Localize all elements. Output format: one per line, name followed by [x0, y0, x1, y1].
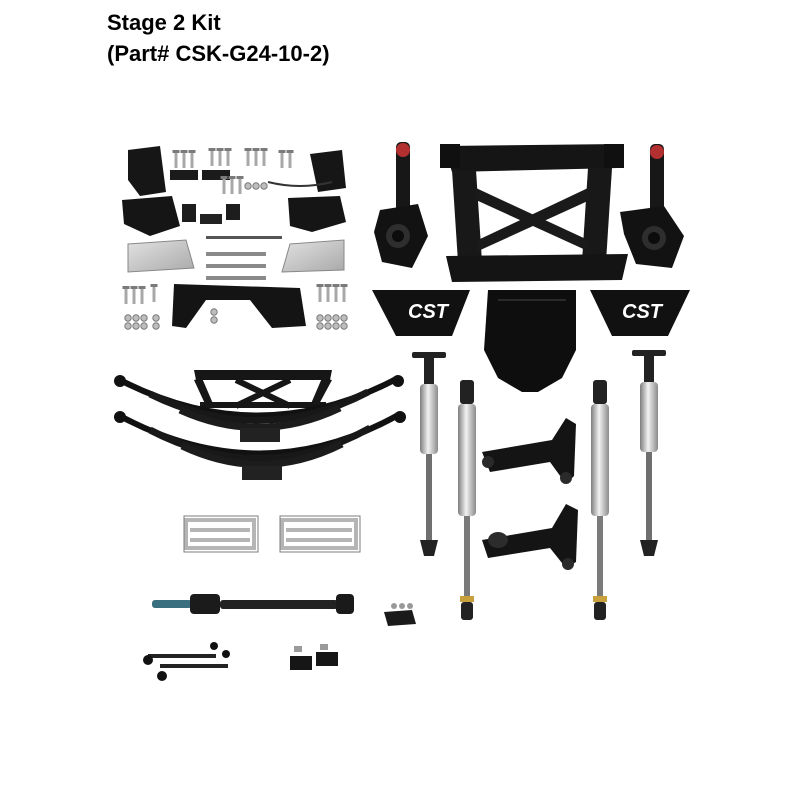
- steering-knuckle-right: [620, 144, 684, 268]
- product-title: Stage 2 Kit (Part# CSK-G24-10-2): [107, 7, 330, 69]
- u-bolt-set-left: [183, 515, 259, 553]
- front-coilover-right: [632, 350, 666, 556]
- skid-plate-center: [484, 290, 576, 392]
- rear-shock-left: [458, 380, 476, 620]
- rear-cross-brace: [194, 370, 332, 409]
- rear-shock-right: [591, 380, 609, 620]
- front-driveshaft: [152, 594, 354, 614]
- u-bolt-set-right: [279, 515, 361, 553]
- steering-knuckle-left: [374, 142, 428, 268]
- cst-logo-right: CST: [622, 301, 664, 323]
- tie-rod-assembly: [143, 642, 230, 681]
- skid-plate-left: CST: [372, 290, 470, 336]
- upper-control-arm-top: [482, 418, 576, 484]
- leaf-spring-upper: [114, 375, 404, 442]
- upper-control-arm-bottom: [482, 504, 578, 570]
- front-coilover-left: [412, 352, 446, 556]
- hardware-group: [122, 146, 348, 330]
- cst-logo-left: CST: [408, 301, 450, 323]
- kit-name: Stage 2 Kit: [107, 10, 221, 35]
- front-crossmember: [440, 144, 628, 282]
- part-number: (Part# CSK-G24-10-2): [107, 41, 330, 66]
- skid-plate-right: CST: [590, 290, 690, 336]
- leaf-spring-lower: [114, 411, 406, 480]
- steering-arm: [384, 603, 416, 626]
- lift-blocks: [290, 644, 338, 670]
